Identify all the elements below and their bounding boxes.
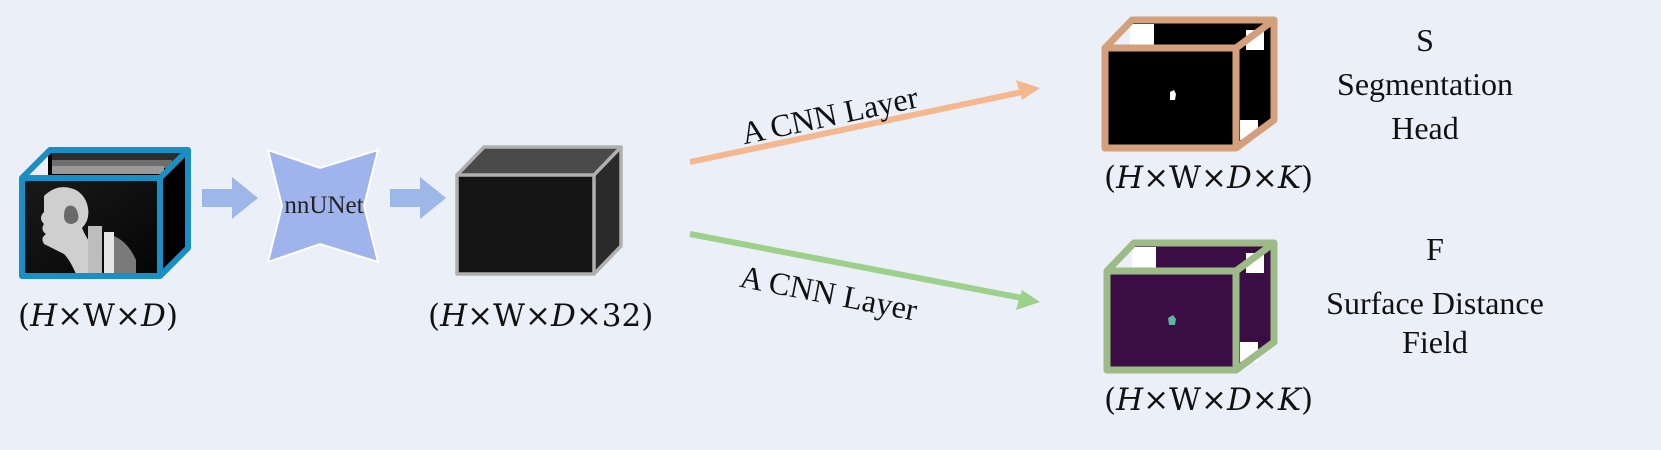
sdf-cube-side [1236, 243, 1274, 370]
feature-cube-top-edge [455, 145, 623, 177]
flow-arrow-1 [202, 177, 258, 219]
mri-head-silhouette [41, 187, 136, 276]
dim-times: × [1251, 382, 1278, 418]
sdf-name-line2: Field [1402, 324, 1468, 360]
slice-stack-2 [52, 160, 172, 168]
input-dims-label: (H×W×D) [18, 298, 178, 334]
seg-mask-blob [1170, 90, 1176, 100]
sdf-symbol: F [1426, 231, 1444, 267]
seg-symbol: S [1416, 22, 1434, 58]
seg-name-line1: Segmentation [1337, 66, 1513, 102]
feature-cube-top [457, 147, 621, 175]
sdf-cube-white-notch-1 [1132, 247, 1156, 269]
dim-times-w: ×W× [1143, 382, 1227, 418]
seg-cube-side [1236, 20, 1274, 148]
feature-cube-front [457, 175, 594, 274]
feature-volume-cube [455, 145, 623, 276]
input-volume-cube [19, 147, 191, 279]
feature-cube-side [594, 147, 621, 274]
seg-cube-front-frame [1101, 44, 1240, 152]
sdf-output-cube [1103, 239, 1278, 374]
input-cube-side-edge [157, 150, 191, 279]
input-cube-side-face [160, 150, 188, 276]
sdf-cube-front-frame [1103, 267, 1240, 374]
dim-paren-close: ) [1300, 382, 1314, 418]
dim-k: K [1277, 160, 1301, 196]
dim-paren-open: ( [18, 298, 31, 334]
seg-cube-white-notch-1 [1130, 24, 1154, 46]
sdf-head-caption: F Surface Distance Field [1305, 226, 1565, 362]
input-cube-front-frame [19, 175, 163, 279]
dim-d: D [1226, 382, 1252, 418]
seg-cube-side-edge [1233, 20, 1278, 151]
dim-times: × [1251, 160, 1278, 196]
sdf-name-line1: Surface Distance [1326, 285, 1544, 321]
dim-times-w: ×W× [57, 298, 141, 334]
dim-h: H [1116, 382, 1144, 418]
branch-arrow-sdf [689, 231, 1040, 310]
dim-h: H [30, 298, 58, 334]
sdf-cube-side-edge [1233, 243, 1278, 373]
feature-dims-label: (H×W×D×32) [428, 298, 653, 334]
dim-paren-open: ( [428, 298, 441, 334]
dim-k: K [1277, 382, 1301, 418]
dim-h: H [1116, 160, 1144, 196]
seg-dims-label: (H×W×D×K) [1104, 160, 1313, 196]
dim-times-32: ×32) [575, 298, 654, 334]
feature-cube-side-edge [592, 147, 623, 276]
dim-d: D [1226, 160, 1252, 196]
flow-arrow-2 [390, 177, 446, 219]
feature-cube-front-frame [455, 173, 596, 276]
slice-stack-3 [52, 166, 164, 174]
dim-paren-close: ) [1300, 160, 1314, 196]
nnunet-block-shape [266, 148, 380, 264]
seg-head-caption: S Segmentation Head [1300, 18, 1550, 150]
segmentation-output-cube [1101, 16, 1278, 152]
sdf-blob [1168, 315, 1176, 325]
dim-times-w: ×W× [1143, 160, 1227, 196]
dim-paren-close: ) [165, 298, 178, 334]
seg-cube-top-edge [1102, 16, 1278, 51]
sdf-cube-top-edge [1104, 239, 1278, 274]
sdf-dims-label: (H×W×D×K) [1104, 382, 1313, 418]
input-cube-top-edge [19, 147, 191, 181]
dim-paren-open: ( [1104, 160, 1117, 196]
dim-d: D [140, 298, 166, 334]
dim-times-w: ×W× [467, 298, 551, 334]
seg-name-line2: Head [1391, 110, 1459, 146]
dim-paren-open: ( [1104, 382, 1117, 418]
dim-d: D [550, 298, 576, 334]
dim-h: H [440, 298, 468, 334]
branch-arrow-seg [689, 80, 1040, 165]
nnunet-label: nnUNet [284, 192, 364, 219]
